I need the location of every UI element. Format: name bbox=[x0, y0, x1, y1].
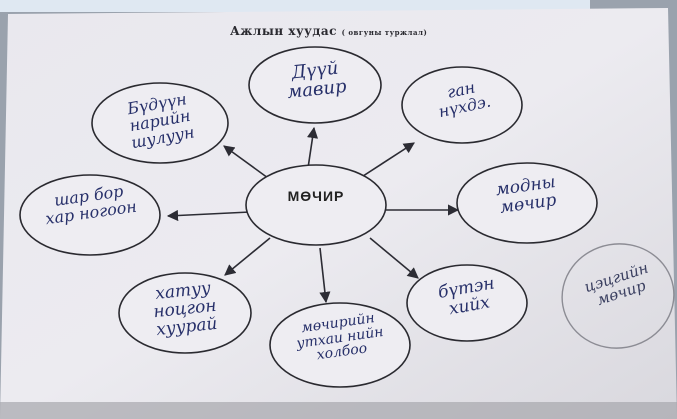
bubble-bottom bbox=[269, 302, 411, 388]
bubble-top bbox=[248, 46, 382, 124]
arrow-bottom-right bbox=[369, 237, 419, 279]
worksheet-title: Ажлын хуудас ( овгуны туржлал) bbox=[230, 24, 427, 38]
arrow-top bbox=[306, 126, 319, 169]
bubble-text-bottom-left: хатуу ноцгон хуурай bbox=[152, 278, 219, 340]
worksheet-subtitle: ( овгуны туржлал) bbox=[341, 28, 428, 37]
center-label: МӨЧИР bbox=[287, 188, 345, 204]
bubble-left bbox=[19, 174, 161, 256]
bubble-bottom-right bbox=[406, 264, 528, 342]
arrow-bottom bbox=[319, 247, 331, 304]
bubble-top-right bbox=[401, 66, 523, 144]
arrow-top-left bbox=[223, 145, 269, 179]
bubble-top-left bbox=[91, 82, 229, 164]
arrow-left bbox=[166, 209, 251, 222]
bubble-extra-hand bbox=[561, 243, 675, 349]
bubble-right bbox=[456, 162, 598, 244]
worksheet-title-text: Ажлын хуудас bbox=[230, 24, 337, 38]
arrow-top-right bbox=[359, 142, 415, 179]
center-ellipse bbox=[245, 164, 387, 246]
arrow-bottom-left bbox=[224, 237, 271, 276]
bubble-bottom-left bbox=[118, 272, 252, 354]
browser-top-strip bbox=[0, 0, 590, 12]
